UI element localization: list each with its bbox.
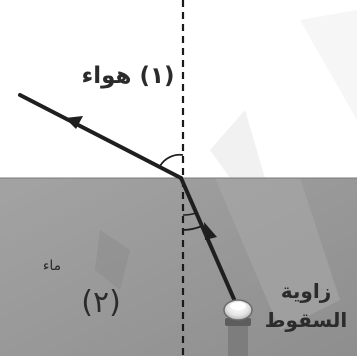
incident-ray-arrow-icon bbox=[204, 222, 217, 240]
incidence-angle-arc-small bbox=[182, 212, 197, 216]
refraction-angle-arc bbox=[159, 153, 184, 167]
water-medium-number: (٢) bbox=[81, 285, 121, 320]
incidence-angle-label-line1: زاوية bbox=[281, 279, 331, 303]
air-shading-2 bbox=[300, 10, 357, 120]
light-source-lamp-icon bbox=[223, 299, 253, 356]
refracted-ray bbox=[18, 93, 183, 180]
water-shading bbox=[215, 178, 340, 330]
incidence-angle-label-line2: السقوط bbox=[265, 308, 347, 332]
water-medium-name: ماء bbox=[43, 258, 61, 274]
water-shading-2 bbox=[95, 230, 130, 290]
incidence-angle-arc bbox=[182, 225, 203, 231]
refracted-ray-arrow-icon bbox=[65, 116, 83, 129]
incident-ray bbox=[179, 176, 239, 308]
air-medium-label: (١) هواء bbox=[81, 63, 174, 89]
air-region bbox=[0, 0, 357, 178]
air-shading bbox=[210, 110, 265, 178]
